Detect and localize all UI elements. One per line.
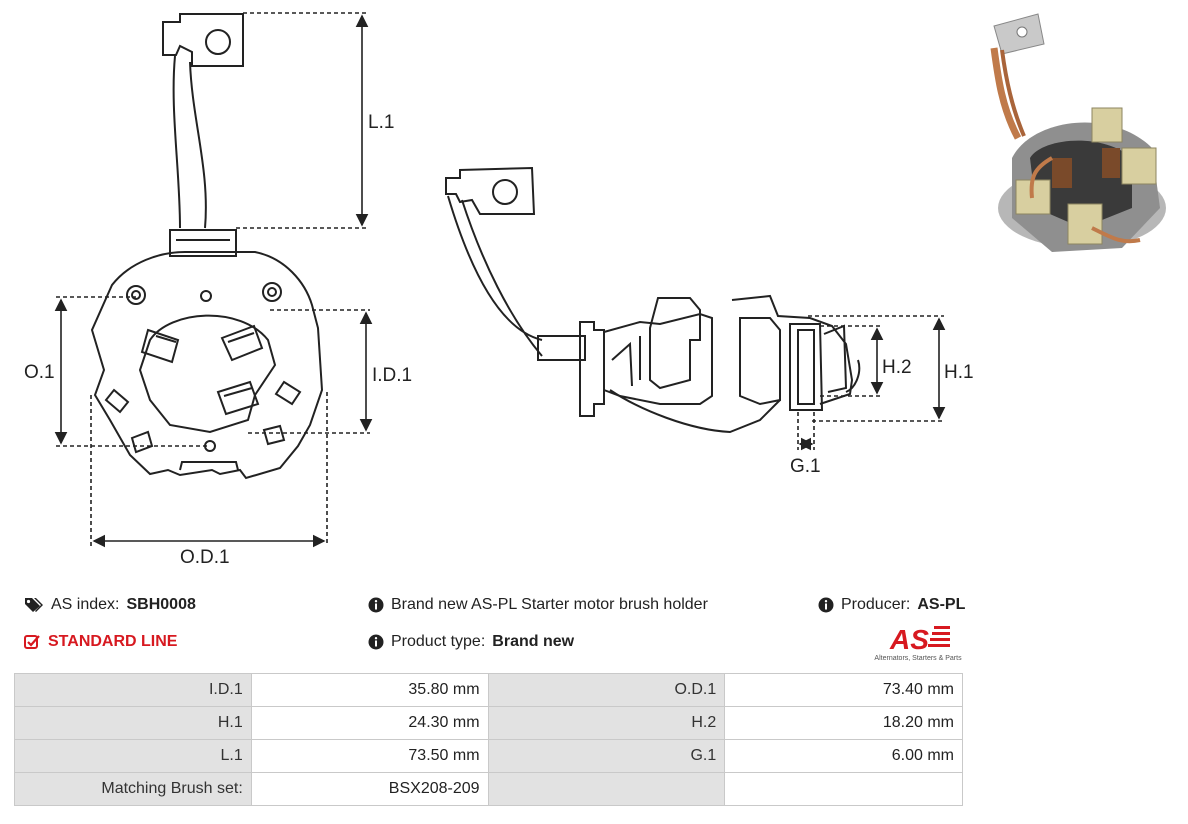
spec-label: H.1 [14,706,252,740]
product-photo [990,13,1166,252]
front-view-dimensions [54,12,373,548]
spec-value: 24.30 mm [250,706,489,740]
side-view [445,166,861,434]
spec-value: 73.50 mm [250,739,489,773]
product-type-row: Product type: Brand new [368,633,574,651]
spec-value: 35.80 mm [250,673,489,707]
as-index-row: AS index: SBH0008 [24,596,196,614]
tags-icon [24,597,44,613]
dim-label-h2: H.2 [882,357,912,378]
dim-label-g1: G.1 [790,456,821,477]
dim-label-l1: L.1 [368,112,394,133]
product-type-label: Product type: [391,633,486,650]
standard-line-label: STANDARD LINE [48,633,178,650]
table-row: L.1 73.50 mm G.1 6.00 mm [14,739,963,773]
spec-label: H.2 [487,706,726,740]
spec-value: 18.20 mm [724,706,963,740]
spec-label [487,772,726,806]
technical-drawing: L.1 O.1 I.D.1 O.D.1 H.2 H.1 G.1 [24,12,974,568]
spec-value: BSX208-209 [250,772,489,806]
info-circle-icon [818,597,834,613]
info-circle-icon [368,634,384,650]
check-square-icon [24,634,41,650]
logo-tagline: Alternators, Starters & Parts [874,655,962,662]
as-index-label: AS index: [51,596,120,613]
spec-value: 73.40 mm [724,673,963,707]
dim-label-o1: O.1 [24,362,55,383]
spec-label: G.1 [487,739,726,773]
producer-label: Producer: [841,596,911,613]
side-view-dimensions [797,315,946,451]
dim-label-od1: O.D.1 [180,547,230,568]
as-index-value: SBH0008 [126,596,196,613]
table-row: Matching Brush set: BSX208-209 [14,772,963,806]
table-row: I.D.1 35.80 mm O.D.1 73.40 mm [14,673,963,707]
producer-row: Producer: AS-PL [818,596,965,614]
spec-label: I.D.1 [14,673,252,707]
standard-line-row: STANDARD LINE [24,633,177,651]
spec-label: L.1 [14,739,252,773]
spec-label: O.D.1 [487,673,726,707]
info-circle-icon [368,597,384,613]
spec-table: I.D.1 35.80 mm O.D.1 73.40 mm H.1 24.30 … [14,673,963,806]
description-row: Brand new AS-PL Starter motor brush hold… [368,596,708,614]
dim-label-h1: H.1 [944,362,974,383]
spec-value [724,772,963,806]
logo-mark: AS [889,624,929,655]
table-row: H.1 24.30 mm H.2 18.20 mm [14,706,963,740]
as-pl-logo: AS Alternators, Starters & Parts [868,622,968,664]
front-view [90,13,324,480]
product-type-value: Brand new [492,633,575,650]
producer-value: AS-PL [917,596,966,613]
product-description: Brand new AS-PL Starter motor brush hold… [391,596,708,613]
dim-label-id1: I.D.1 [372,365,412,386]
spec-label: Matching Brush set: [14,772,252,806]
spec-value: 6.00 mm [724,739,963,773]
